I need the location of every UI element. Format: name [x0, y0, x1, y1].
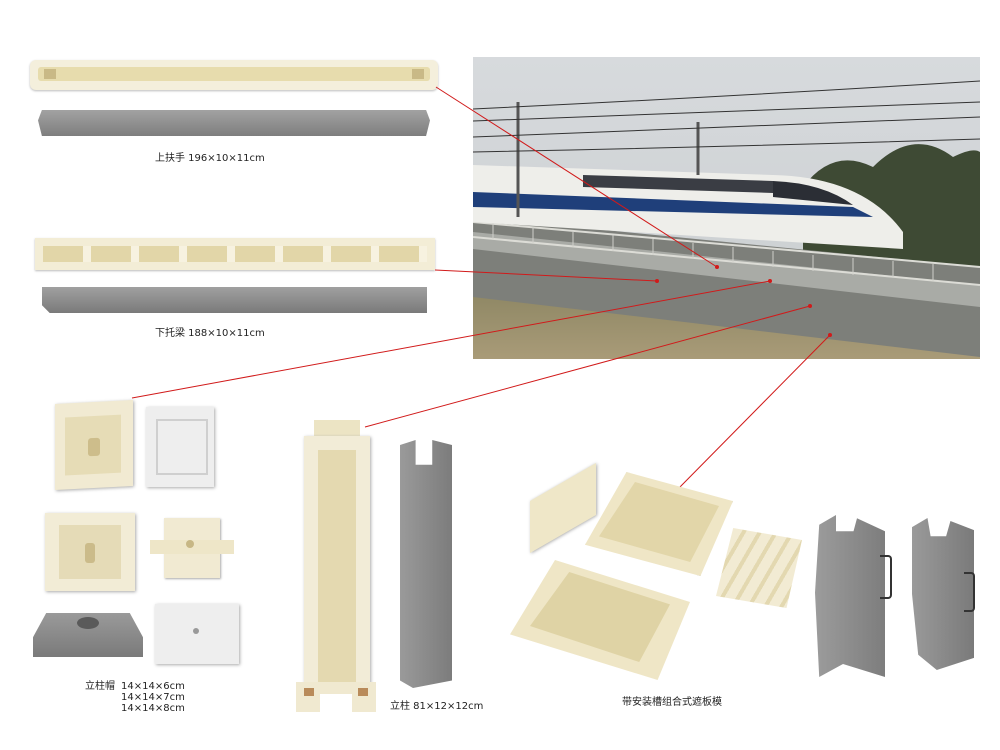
panel-product-2 — [912, 518, 974, 670]
panel-product-1-handle — [880, 555, 892, 599]
train-photo — [473, 57, 980, 359]
panel-mold-caption: 带安装槽组合式遮板模 — [622, 697, 722, 708]
post-cap-cross-part — [150, 510, 234, 586]
panel-product-1 — [815, 515, 885, 677]
post-mold — [296, 420, 376, 712]
upper-handrail-product — [38, 110, 430, 136]
post-caption: 立柱 81×12×12cm — [390, 701, 484, 712]
panel-product-2-handle — [964, 572, 975, 612]
post-cap-caption-name: 立柱帽 — [85, 681, 115, 692]
post-cap-mold-second — [45, 513, 135, 591]
upper-handrail-mold — [30, 60, 438, 90]
post-cap-size-1: 14×14×6cm — [121, 681, 185, 692]
post-product — [400, 440, 452, 688]
post-cap-plate — [146, 407, 214, 487]
post-cap-mold-open — [55, 399, 133, 491]
post-cap-product — [33, 603, 143, 667]
lower-beam-caption: 下托梁 188×10×11cm — [155, 328, 265, 339]
panel-mold-tray-top — [585, 472, 733, 576]
post-cap-size-2: 14×14×7cm — [121, 692, 185, 703]
post-cap-base-plate — [155, 604, 239, 664]
upper-handrail-caption: 上扶手 196×10×11cm — [155, 153, 265, 164]
lower-beam-mold — [35, 238, 435, 270]
panel-mold-ribbed-plate — [716, 528, 802, 608]
panel-mold-tray-bottom — [510, 560, 690, 680]
lower-beam-product — [42, 287, 427, 313]
post-cap-size-3: 14×14×8cm — [121, 703, 185, 714]
